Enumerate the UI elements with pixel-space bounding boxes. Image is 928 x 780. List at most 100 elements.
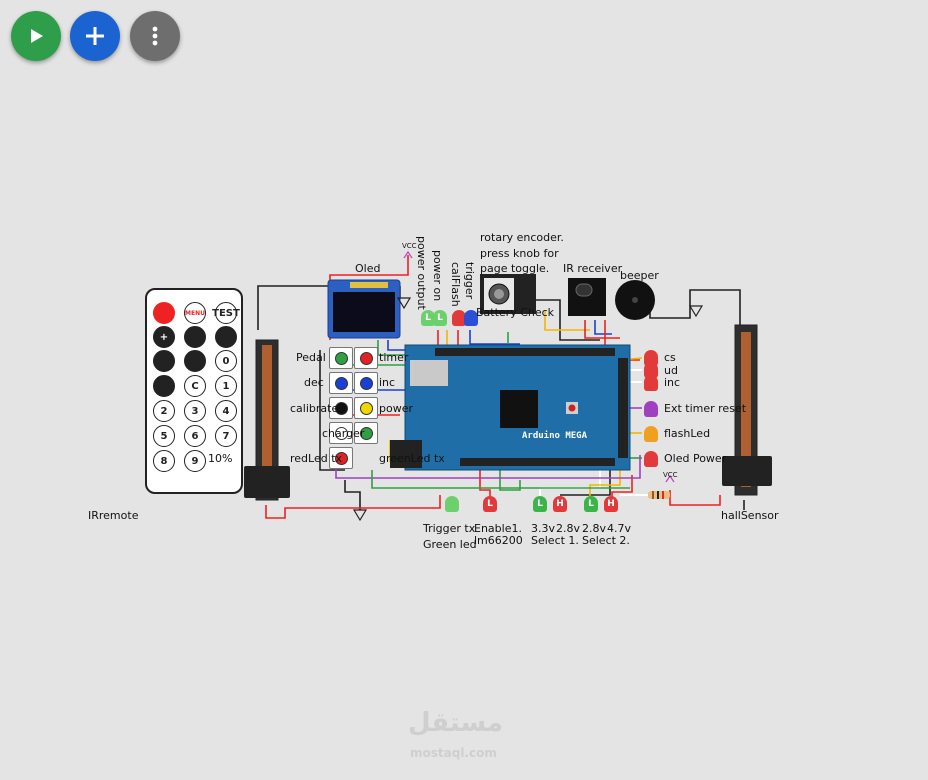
remote-key[interactable]: 0	[215, 350, 237, 372]
remote-key[interactable]: +	[153, 326, 175, 348]
remote-key[interactable]: TEST	[212, 302, 240, 324]
label-power: power	[379, 402, 413, 415]
remote-key[interactable]: 6	[184, 425, 206, 447]
remote-key[interactable]: 8	[153, 450, 175, 472]
watermark-arabic: مستقل	[408, 708, 504, 738]
button-cap	[359, 351, 373, 365]
label-vcc-bottom: VCC	[663, 471, 678, 479]
label-rotary-1: rotary encoder.	[480, 231, 564, 244]
more-options-button[interactable]	[130, 11, 180, 61]
remote-key[interactable]: 5	[153, 425, 175, 447]
led-trigger[interactable]	[464, 310, 478, 326]
label-flashled: flashLed	[664, 427, 711, 440]
label-power-output: power output	[415, 236, 428, 310]
label-rotary-2: press knob for	[480, 247, 559, 260]
remote-key[interactable]: C	[184, 375, 206, 397]
oled-display[interactable]	[327, 279, 401, 339]
rotary-encoder[interactable]	[480, 274, 536, 314]
vcc-symbols	[403, 250, 675, 483]
play-icon	[31, 29, 43, 43]
remote-key[interactable]	[153, 375, 175, 397]
button-cap	[334, 401, 348, 415]
label-select1: Select 1.	[531, 534, 579, 547]
hall-sensor-slider[interactable]	[722, 324, 772, 496]
led-enable1[interactable]: L	[483, 496, 497, 512]
label-oled: Oled	[355, 262, 381, 275]
label-4v7: 4.7v	[607, 522, 632, 535]
start-simulation-button[interactable]	[11, 11, 61, 61]
led-ud[interactable]	[644, 362, 658, 378]
remote-key[interactable]: 3	[184, 400, 206, 422]
remote-key[interactable]	[153, 302, 175, 324]
button-greenled-tx[interactable]	[354, 422, 378, 444]
add-part-button[interactable]	[70, 11, 120, 61]
label-timer: timer	[379, 351, 409, 364]
arduino-label: Arduino MEGA	[522, 431, 588, 441]
arduino-mega-board[interactable]	[390, 344, 631, 471]
ir-receiver[interactable]	[568, 278, 606, 316]
label-lm66200: lm66200	[474, 534, 523, 547]
remote-key[interactable]: MENU	[184, 302, 206, 324]
button-redled-tx[interactable]	[329, 447, 353, 469]
remote-key[interactable]: 9	[184, 450, 206, 472]
label-2v8-a: 2.8v	[556, 522, 581, 535]
remote-key[interactable]: 2	[153, 400, 175, 422]
led-trigger-tx[interactable]	[445, 496, 459, 512]
label-dec: dec	[304, 376, 324, 389]
led-oled-power[interactable]	[644, 451, 658, 467]
label-charger: charger	[322, 427, 365, 440]
led-inc[interactable]	[644, 375, 658, 391]
led-ext-timer-reset[interactable]	[644, 401, 658, 417]
button-power[interactable]	[354, 397, 378, 419]
label-inc-button: inc	[379, 376, 396, 389]
remote-key[interactable]: 7	[215, 425, 237, 447]
button-cap	[359, 376, 373, 390]
slide-potentiometer-left[interactable]	[244, 339, 290, 501]
label-oled-power: Oled Power	[664, 452, 727, 465]
label-beeper: beeper	[620, 269, 659, 282]
watermark: mostaql.com	[410, 746, 497, 760]
label-rotary-3: page toggle.	[480, 262, 550, 275]
button-inc[interactable]	[354, 372, 378, 394]
label-cs: cs	[664, 351, 676, 364]
label-trigger: trigger	[463, 262, 476, 300]
label-enable1: Enable1.	[474, 522, 522, 535]
led-select2-l[interactable]: L	[584, 496, 598, 512]
led-select1-l[interactable]: L	[533, 496, 547, 512]
remote-key[interactable]: 1	[215, 375, 237, 397]
led-flashled[interactable]	[644, 426, 658, 442]
button-pedal[interactable]	[329, 347, 353, 369]
resistor[interactable]	[648, 491, 670, 499]
button-cap	[359, 401, 373, 415]
led-calflash[interactable]	[452, 310, 466, 326]
led-select1-h[interactable]: H	[553, 496, 567, 512]
label-ext-timer-reset: Ext timer reset	[664, 402, 747, 415]
ground-symbols	[352, 297, 704, 522]
label-ud: ud	[664, 364, 678, 377]
label-inc-pin: inc	[664, 376, 681, 389]
remote-key[interactable]	[184, 326, 206, 348]
label-vcc-top: VCC	[402, 242, 417, 250]
remote-key[interactable]	[184, 350, 206, 372]
remote-key[interactable]	[215, 326, 237, 348]
label-green-led-tx: greenLed tx	[379, 452, 445, 465]
label-calflash: calFlash	[449, 262, 462, 307]
remote-key[interactable]	[153, 350, 175, 372]
slider-value-label: 10%	[208, 452, 233, 465]
button-timer[interactable]	[354, 347, 378, 369]
button-calibrate[interactable]	[329, 397, 353, 419]
beeper[interactable]	[615, 280, 655, 320]
label-calibrate: calibrate	[290, 402, 339, 415]
label-select2: Select 2.	[582, 534, 630, 547]
remote-key[interactable]: 4	[215, 400, 237, 422]
button-charger[interactable]	[329, 422, 353, 444]
button-dec[interactable]	[329, 372, 353, 394]
led-select2-h[interactable]: H	[604, 496, 618, 512]
label-power-on: power on	[431, 250, 444, 302]
button-cap	[334, 451, 348, 465]
led-power-output[interactable]: L	[421, 310, 435, 326]
led-power-on[interactable]: L	[433, 310, 447, 326]
button-cap	[334, 376, 348, 390]
label-trigger-tx: Trigger tx	[423, 522, 476, 535]
